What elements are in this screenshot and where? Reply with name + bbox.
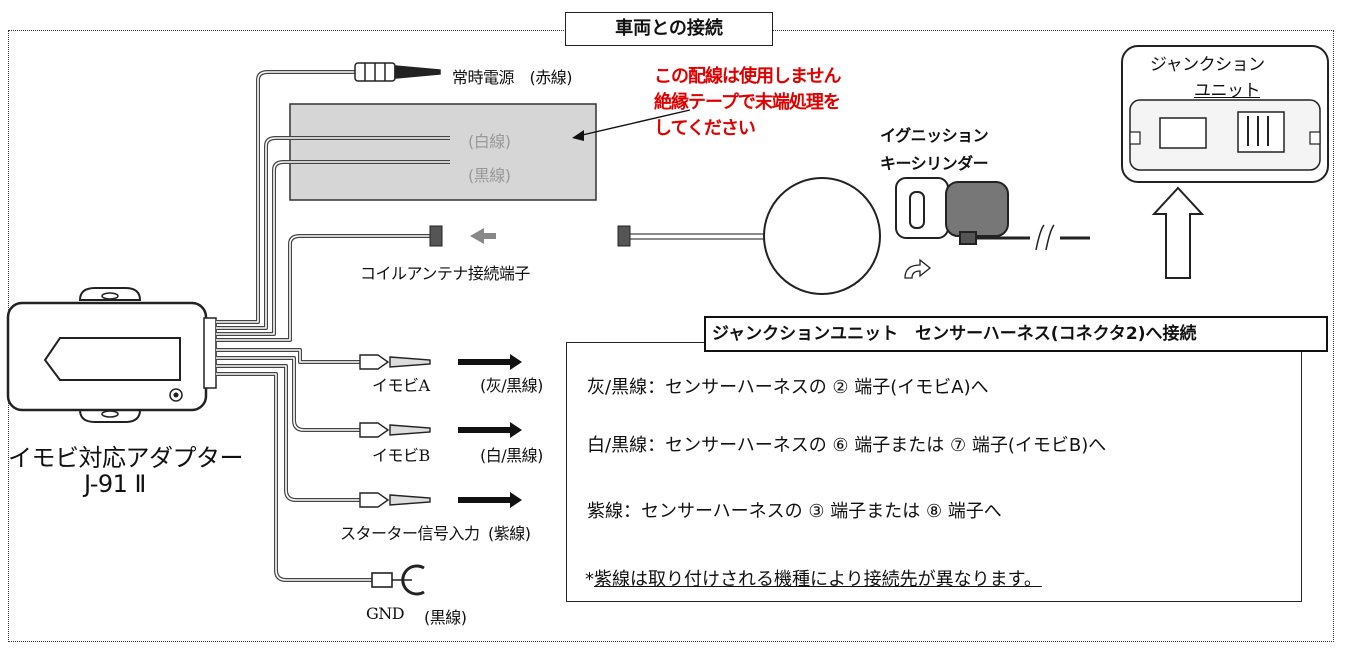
instruction-purple: 紫線：センサーハーネスの ③ 端子または ⑧ 端子へ	[587, 501, 1002, 522]
unused-note-line1: この配線は使用しません	[654, 66, 841, 87]
note-asterisk: *	[585, 569, 594, 590]
ignition-label-line1: イグニッション	[880, 126, 989, 145]
ignition-label-line2: キーシリンダー	[880, 154, 989, 173]
unused-note-line2: 絶縁テープで末端処理を	[654, 92, 841, 113]
connection-instructions: 灰/黒線：センサーハーネスの ② 端子(イモビA)へ 白/黒線：センサーハーネス…	[566, 342, 1302, 602]
instruction-white-black: 白/黒線：センサーハーネスの ⑥ 端子または ⑦ 端子(イモビB)へ	[587, 435, 1107, 456]
note-pointer-arrow	[577, 109, 691, 137]
purple-note: *紫線は取り付けされる機種により接続先が異なります。	[585, 565, 1042, 591]
adapter-name: イモビ対応アダプター	[8, 444, 244, 472]
ignition-cylinder	[895, 177, 1090, 279]
imobi-b-color: (白/黒線)	[480, 446, 543, 465]
imobi-a-label: イモビA	[372, 376, 430, 395]
adapter-model: J-91 Ⅱ	[84, 470, 146, 498]
note-pointer-head	[572, 130, 584, 141]
junction-label-line1: ジャンクション	[1150, 55, 1265, 75]
imobi-a-connector	[359, 354, 522, 370]
imobi-b-connector	[359, 422, 522, 438]
note-text: 紫線は取り付けされる機種により接続先が異なります。	[594, 569, 1042, 590]
up-arrow	[1151, 186, 1205, 279]
black-wire-label: (黒線)	[468, 166, 511, 185]
junction-label-line2: ユニット	[1194, 81, 1261, 101]
coil-terminal-label: コイルアンテナ接続端子	[360, 264, 530, 283]
adapter-unit	[6, 287, 217, 423]
connection-header: ジャンクションユニット センサーハーネス(コネクタ2)へ接続	[704, 316, 1328, 352]
unused-wires-box	[289, 103, 597, 201]
imobi-a-color: (灰/黒線)	[480, 376, 543, 395]
imobi-b-label: イモビB	[372, 446, 430, 465]
junction-unit	[1121, 45, 1329, 183]
gnd-color: (黒線)	[424, 608, 467, 627]
white-wire-label: (白線)	[468, 132, 511, 151]
diagram-title: 車両との接続	[565, 12, 773, 46]
unused-note-line3: してください	[654, 118, 756, 139]
constant-power-label: 常時電源 (赤線)	[452, 68, 573, 87]
gnd-terminal	[371, 564, 425, 596]
starter-connector	[359, 492, 522, 508]
starter-color: (紫線)	[488, 524, 531, 543]
power-connector	[354, 62, 441, 82]
starter-label: スターター信号入力	[340, 524, 480, 543]
instruction-gray-black: 灰/黒線：センサーハーネスの ② 端子(イモビA)へ	[587, 377, 989, 398]
gnd-label: GND	[366, 604, 405, 623]
coil-terminal-connector	[429, 177, 881, 295]
